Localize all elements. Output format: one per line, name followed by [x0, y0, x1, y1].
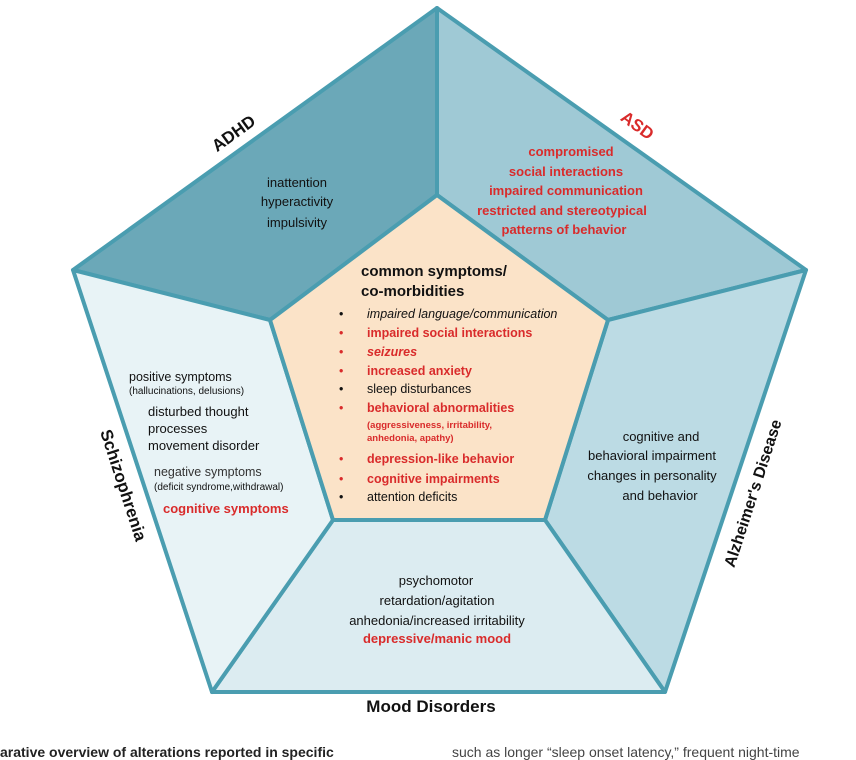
center-title: common symptoms/	[361, 263, 508, 280]
adhd-symptom: impulsivity	[267, 215, 327, 230]
asd-symptom: patterns of behavior	[502, 222, 627, 237]
schizo-symptom: movement disorder	[148, 438, 260, 453]
center-bullet: •	[339, 472, 343, 486]
adhd-symptom: inattention	[267, 175, 327, 190]
alz-symptom: and behavior	[622, 488, 698, 503]
center-title: co-morbidities	[361, 283, 464, 300]
center-item: depression-like behavior	[367, 452, 514, 466]
center-item: impaired language/communication	[367, 307, 557, 321]
mood-symptom: anhedonia/increased irritability	[349, 613, 525, 628]
schizo-symptom: processes	[148, 421, 208, 436]
mood-symptom: psychomotor	[399, 573, 474, 588]
center-bullet: •	[339, 382, 343, 396]
center-bullet: •	[339, 401, 343, 415]
caption-fragment-left: arative overview of alterations reported…	[0, 744, 334, 760]
schizo-positive: positive symptoms	[129, 370, 232, 384]
schizo-symptom: disturbed thought	[148, 404, 249, 419]
center-item-detail: (aggressiveness, irritability,	[367, 420, 492, 431]
asd-symptom: compromised	[528, 144, 613, 159]
mood-symptom: retardation/agitation	[380, 593, 495, 608]
center-bullet: •	[339, 452, 343, 466]
adhd-symptom: hyperactivity	[261, 194, 334, 209]
asd-symptom: social interactions	[509, 164, 623, 179]
mood-symptom: depressive/manic mood	[363, 631, 511, 646]
center-bullet: •	[339, 326, 343, 340]
alz-symptom: behavioral impairment	[588, 448, 716, 463]
alz-symptom: cognitive and	[623, 429, 700, 444]
center-bullet: •	[339, 490, 343, 504]
center-item: attention deficits	[367, 490, 457, 504]
center-item: increased anxiety	[367, 364, 472, 378]
center-bullet: •	[339, 307, 343, 321]
center-bullet: •	[339, 364, 343, 378]
center-item: cognitive impairments	[367, 472, 500, 486]
center-item: sleep disturbances	[367, 382, 471, 396]
center-item-detail: anhedonia, apathy)	[367, 433, 454, 444]
caption-fragment-right: such as longer “sleep onset latency,” fr…	[452, 744, 800, 760]
schizo-cognitive: cognitive symptoms	[163, 501, 289, 516]
asd-symptom: impaired communication	[489, 183, 643, 198]
schizo-negative-detail: (deficit syndrome,withdrawal)	[154, 482, 284, 493]
asd-symptom: restricted and stereotypical	[477, 203, 647, 218]
schizo-negative: negative symptoms	[154, 465, 262, 479]
label-mood: Mood Disorders	[366, 697, 495, 716]
center-item: behavioral abnormalities	[367, 401, 514, 415]
schizo-positive-detail: (hallucinations, delusions)	[129, 386, 244, 397]
center-bullet: •	[339, 345, 343, 359]
center-item: seizures	[367, 345, 417, 359]
segment-center	[268, 193, 610, 522]
alz-symptom: changes in personality	[587, 468, 717, 483]
center-item: impaired social interactions	[367, 326, 532, 340]
